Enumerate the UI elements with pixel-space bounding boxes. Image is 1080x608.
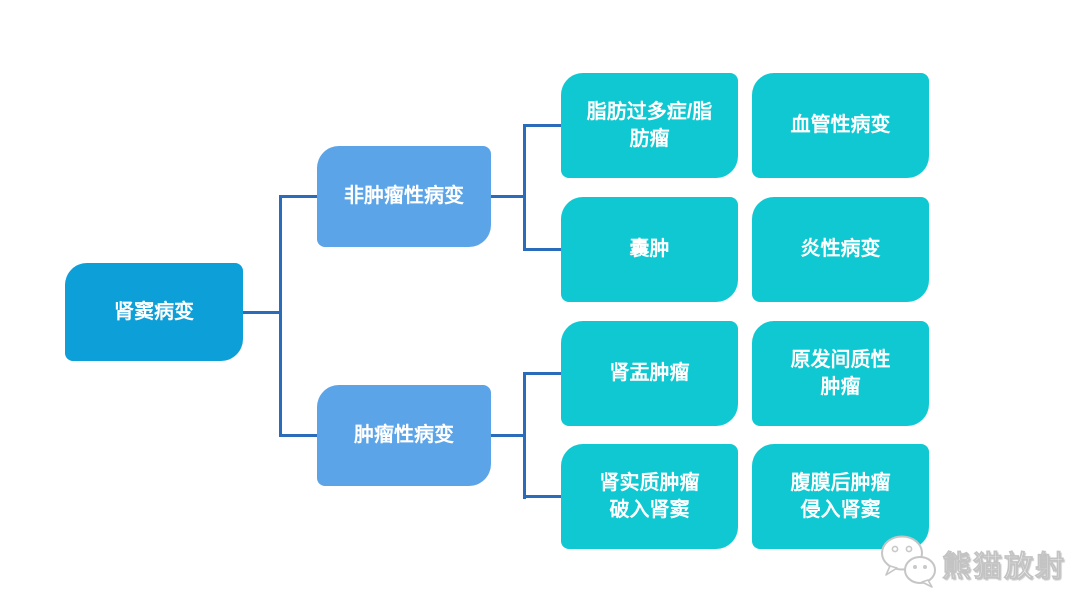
connector-level1-vertical — [279, 195, 282, 437]
connector-branch2-in — [281, 434, 317, 437]
branch-node-nonneoplastic: 非肿瘤性病变 — [317, 146, 491, 247]
connector-leaf1-in — [525, 124, 561, 127]
connector-leaf5-in — [525, 372, 561, 375]
connector-root-horizontal — [243, 311, 281, 314]
leaf-node-parenchymal-tumor-into-sinus: 肾实质肿瘤 破入肾窦 — [561, 444, 738, 549]
connector-branch2-vertical — [523, 372, 526, 499]
leaf-node-lipomatosis-lipoma: 脂肪过多症/脂 肪瘤 — [561, 73, 738, 178]
root-node-renal-sinus-lesions: 肾窦病变 — [65, 263, 243, 361]
leaf-node-vascular-lesions: 血管性病变 — [752, 73, 929, 178]
branch-node-neoplastic: 肿瘤性病变 — [317, 385, 491, 486]
leaf-node-retroperitoneal-tumor-into-sinus: 腹膜后肿瘤 侵入肾窦 — [752, 444, 929, 549]
wechat-icon — [880, 534, 936, 593]
leaf-node-primary-mesenchymal-tumor: 原发间质性 肿瘤 — [752, 321, 929, 426]
leaf-node-inflammatory-lesions: 炎性病变 — [752, 197, 929, 302]
connector-branch2-out — [491, 434, 525, 437]
leaf-node-cyst: 囊肿 — [561, 197, 738, 302]
connector-branch1-in — [281, 195, 317, 198]
connector-leaf3-in — [525, 248, 561, 251]
leaf-node-renal-pelvis-tumor: 肾盂肿瘤 — [561, 321, 738, 426]
connector-branch1-out — [491, 195, 525, 198]
watermark-text: 熊猫放射 — [942, 550, 1067, 583]
watermark: 熊猫放射 — [880, 534, 1066, 593]
connector-leaf7-in — [525, 495, 561, 498]
connector-branch1-vertical — [523, 124, 526, 251]
